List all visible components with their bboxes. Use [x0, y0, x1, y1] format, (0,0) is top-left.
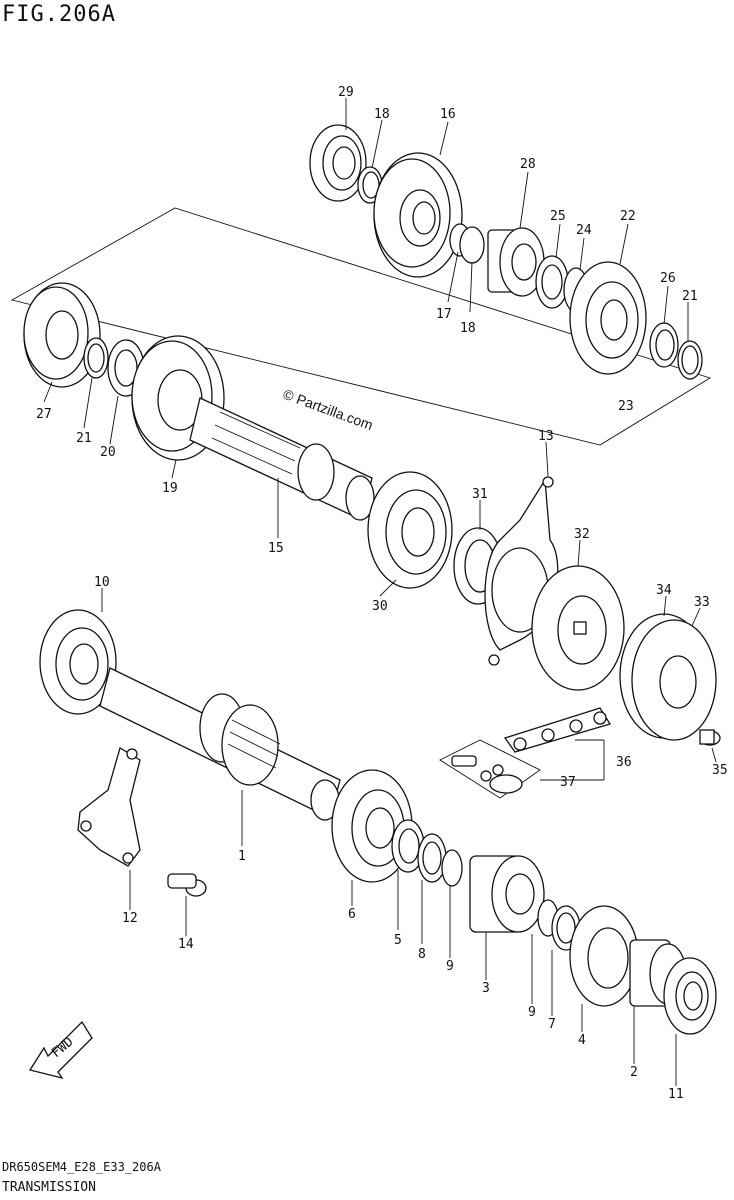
gear-part[interactable] [131, 335, 225, 461]
assembly-frame [10, 207, 712, 446]
gear-part[interactable] [469, 855, 545, 933]
retainer-plate-part[interactable] [77, 747, 141, 867]
callout-1: 1 [238, 849, 246, 864]
gear-part[interactable] [569, 261, 647, 375]
figure-title: FIG.206A [2, 2, 116, 27]
callout-3: 3 [482, 981, 490, 996]
pin-part[interactable] [167, 873, 207, 897]
callout-13: 13 [538, 429, 554, 444]
callout-35: 35 [712, 763, 728, 778]
callout-20: 20 [100, 445, 116, 460]
callout-37: 37 [560, 775, 576, 790]
callout-16: 16 [440, 107, 456, 122]
callout-15: 15 [268, 541, 284, 556]
gear-part[interactable] [373, 152, 463, 278]
callout-22: 22 [620, 209, 636, 224]
callout-18: 18 [460, 321, 476, 336]
forward-arrow-icon: FWD [28, 1020, 93, 1080]
diagram-code: DR650SEM4_E28_E33_206A [2, 1160, 161, 1174]
gear-part[interactable] [569, 905, 639, 1007]
callout-24: 24 [576, 223, 592, 238]
bearing-part[interactable] [367, 471, 453, 589]
callout-28: 28 [520, 157, 536, 172]
callout-5: 5 [394, 933, 402, 948]
chain-joint-part[interactable] [439, 739, 541, 799]
callout-29: 29 [338, 85, 354, 100]
cover-plate-part[interactable] [619, 613, 717, 741]
circlip-part[interactable] [677, 340, 703, 380]
callout-12: 12 [122, 911, 138, 926]
bearing-part[interactable] [309, 124, 367, 202]
diagram-name: TRANSMISSION [2, 1180, 96, 1195]
callout-33: 33 [694, 595, 710, 610]
leader-lines [43, 98, 717, 1086]
washer-part[interactable] [441, 849, 463, 887]
callout-4: 4 [578, 1033, 586, 1048]
callout-34: 34 [656, 583, 672, 598]
callout-21: 21 [76, 431, 92, 446]
bearing-part[interactable] [39, 609, 117, 715]
callout-14: 14 [178, 937, 194, 952]
callout-25: 25 [550, 209, 566, 224]
callout-8: 8 [418, 947, 426, 962]
callout-18: 18 [374, 107, 390, 122]
callout-36: 36 [616, 755, 632, 770]
gear-part[interactable] [23, 282, 101, 388]
callout-7: 7 [548, 1017, 556, 1032]
drive-chain-part[interactable] [503, 707, 612, 753]
bolt-part[interactable] [699, 729, 721, 746]
callout-17: 17 [436, 307, 452, 322]
callout-32: 32 [574, 527, 590, 542]
sprocket-part[interactable] [531, 565, 625, 691]
driveshaft-part[interactable] [99, 667, 341, 821]
circlip-part[interactable] [83, 337, 109, 379]
gear-part[interactable] [487, 227, 545, 297]
callout-31: 31 [472, 487, 488, 502]
callout-23: 23 [618, 399, 634, 414]
watermark-text: © Partzilla.com [281, 386, 375, 433]
callout-9: 9 [528, 1005, 536, 1020]
circlip-part[interactable] [417, 833, 447, 883]
bushing-part[interactable] [449, 223, 485, 264]
bearing-part[interactable] [663, 957, 717, 1035]
callout-10: 10 [94, 575, 110, 590]
callout-19: 19 [162, 481, 178, 496]
callout-9: 9 [446, 959, 454, 974]
countershaft-part[interactable] [189, 397, 375, 521]
callout-27: 27 [36, 407, 52, 422]
callout-21: 21 [682, 289, 698, 304]
callout-2: 2 [630, 1065, 638, 1080]
callout-6: 6 [348, 907, 356, 922]
washer-part[interactable] [649, 322, 679, 368]
washer-part[interactable] [391, 819, 425, 873]
callout-26: 26 [660, 271, 676, 286]
callout-11: 11 [668, 1087, 684, 1102]
callout-30: 30 [372, 599, 388, 614]
